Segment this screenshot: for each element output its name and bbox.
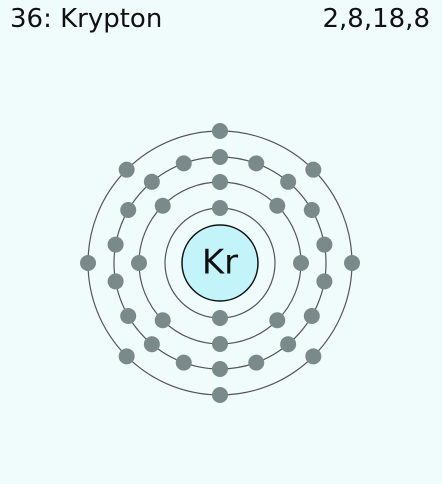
electron-shell-2 bbox=[154, 312, 171, 329]
electron-shell-4 bbox=[118, 348, 135, 365]
electron-shell-3 bbox=[280, 173, 297, 190]
electron-shell-3 bbox=[143, 336, 160, 353]
electron-shell-4 bbox=[212, 387, 228, 403]
electron-shell-3 bbox=[120, 202, 137, 218]
electron-shell-3 bbox=[212, 149, 228, 165]
electron-shell-3 bbox=[316, 273, 333, 290]
electron-shell-3 bbox=[280, 336, 297, 353]
nucleus-symbol: Kr bbox=[202, 243, 238, 283]
electron-shell-3 bbox=[248, 155, 265, 172]
electron-shell-2 bbox=[212, 336, 228, 352]
element-title: 36: Krypton bbox=[10, 4, 163, 34]
electron-shell-3 bbox=[120, 308, 137, 324]
electron-shell-3 bbox=[303, 202, 320, 218]
electron-shell-2 bbox=[154, 197, 171, 214]
electron-shell-4 bbox=[212, 123, 228, 139]
electron-shell-1 bbox=[212, 310, 228, 326]
electron-shell-3 bbox=[143, 173, 160, 190]
electron-shell-4 bbox=[305, 161, 322, 178]
electron-shell-3 bbox=[303, 308, 320, 324]
electron-shell-3 bbox=[248, 354, 265, 371]
electron-shell-3 bbox=[175, 354, 192, 371]
electron-shell-3 bbox=[107, 273, 124, 290]
electron-configuration: 2,8,18,8 bbox=[322, 4, 430, 34]
electron-shell-3 bbox=[107, 236, 124, 253]
electron-shell-3 bbox=[175, 155, 192, 172]
electron-shell-3 bbox=[316, 236, 333, 253]
electron-shell-2 bbox=[212, 174, 228, 190]
electron-shell-2 bbox=[269, 312, 286, 329]
electron-shell-3 bbox=[212, 361, 228, 377]
nucleus bbox=[181, 224, 259, 302]
electron-shell-4 bbox=[80, 255, 96, 271]
electron-group bbox=[80, 123, 360, 403]
electron-shell-4 bbox=[305, 348, 322, 365]
electron-shell-2 bbox=[293, 255, 309, 271]
electron-shell-2 bbox=[131, 255, 147, 271]
electron-shell-1 bbox=[212, 200, 228, 216]
electron-shell-4 bbox=[344, 255, 360, 271]
electron-shell-4 bbox=[118, 161, 135, 178]
electron-shell-2 bbox=[269, 197, 286, 214]
